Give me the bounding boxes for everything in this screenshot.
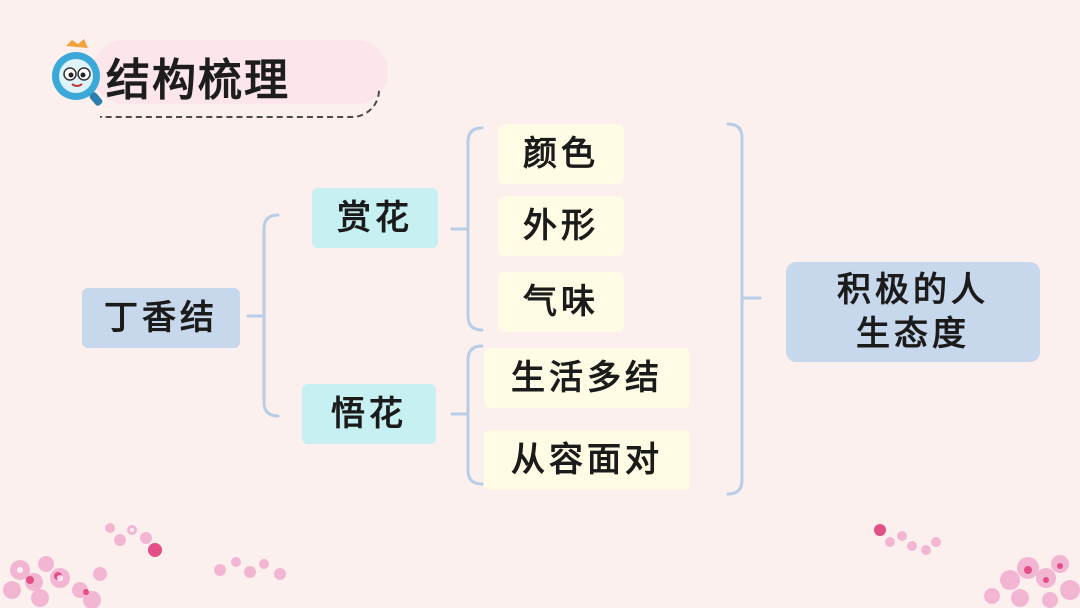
- item-node-life-knots: 生活多结: [484, 348, 690, 408]
- item-node-scent: 气味: [498, 272, 624, 332]
- item-node-color: 颜色: [498, 124, 624, 184]
- item-node-calm-face: 从容面对: [484, 430, 690, 490]
- flower-decoration-left: [3, 523, 286, 608]
- item-node-shape: 外形: [498, 196, 624, 256]
- root-node: 丁香结: [82, 288, 240, 348]
- branch-1-bracket: [466, 126, 484, 332]
- title-pill: [92, 40, 388, 104]
- branch-node-appreciate: 赏花: [312, 188, 438, 248]
- page-title: 结构梳理: [106, 55, 290, 106]
- branch-node-realize: 悟花: [302, 384, 436, 444]
- conclusion-bracket: [726, 122, 744, 496]
- branch-2-bracket: [466, 344, 484, 486]
- flower-decoration-right: [874, 524, 1080, 608]
- magnifier-mascot-icon: [52, 39, 103, 106]
- root-bracket: [262, 213, 280, 418]
- conclusion-node: 积极的人生态度: [786, 262, 1040, 362]
